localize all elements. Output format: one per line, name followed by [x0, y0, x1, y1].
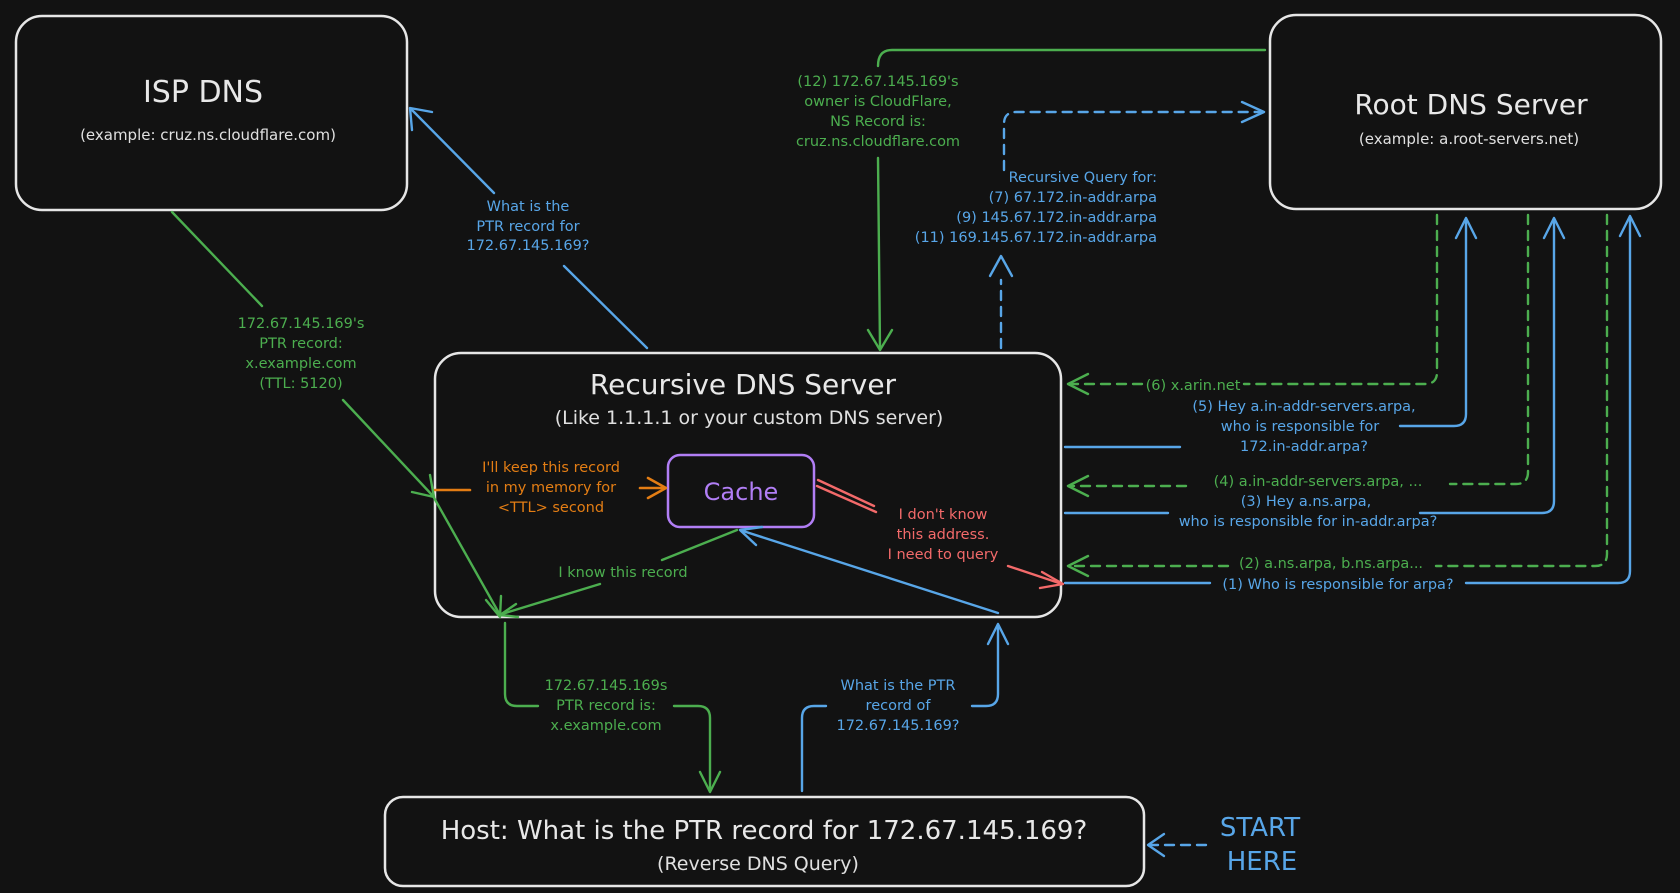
- arrow-know-record: [500, 528, 739, 616]
- label-keep-record-line-2: in my memory for: [486, 480, 616, 496]
- arrow-head-step-3: [1542, 216, 1566, 240]
- root-dns-node: Root DNS Server (example: a.root-servers…: [1268, 13, 1663, 211]
- isp-dns-title: ISP DNS: [143, 75, 263, 110]
- start-arrow-head: [1146, 832, 1166, 858]
- arrow-recursive-to-isp: [410, 108, 649, 350]
- label-keep-record: I'll keep this record in my memory for <…: [482, 460, 620, 516]
- label-ns-owner-line-3: NS Record is:: [830, 114, 926, 130]
- start-line-2: HERE: [1227, 847, 1297, 877]
- isp-dns-node: ISP DNS (example: cruz.ns.cloudflare.com…: [14, 14, 409, 212]
- label-step-5-line-2: who is responsible for: [1221, 419, 1379, 435]
- label-ns-owner-line-1: (12) 172.67.145.169's: [797, 74, 958, 90]
- arrow-head-step-5: [1454, 216, 1478, 240]
- label-step-5-line-1: (5) Hey a.in-addr-servers.arpa,: [1192, 399, 1415, 415]
- recursive-title: Recursive DNS Server: [590, 368, 897, 401]
- label-step-5-line-3: 172.in-addr.arpa?: [1240, 439, 1368, 455]
- label-step-3: (3) Hey a.ns.arpa, who is responsible fo…: [1179, 494, 1438, 530]
- arrow-host-to-recursive: [800, 624, 1000, 793]
- host-subtitle: (Reverse DNS Query): [657, 853, 859, 875]
- arrow-head-step-2: [1066, 554, 1090, 578]
- host-node: Host: What is the PTR record for 172.67.…: [383, 795, 1146, 888]
- label-answer-host: 172.67.145.169s PTR record is: x.example…: [545, 678, 668, 734]
- label-host-question-line-1: What is the PTR: [841, 678, 956, 694]
- arrow-dont-know: [815, 484, 1064, 586]
- arrow-head-query-root: [1240, 100, 1266, 124]
- arrow-dont-know-double: [816, 478, 876, 508]
- label-step-1: (1) Who is responsible for arpa?: [1222, 577, 1453, 593]
- label-dont-know: I don't know this address. I need to que…: [888, 507, 999, 563]
- arrow-head-isp: [408, 106, 434, 132]
- label-isp-answer-line-3: x.example.com: [245, 356, 356, 372]
- label-isp-answer-line-1: 172.67.145.169's: [238, 316, 365, 332]
- label-step-2: (2) a.ns.arpa, b.ns.arpa...: [1239, 556, 1423, 572]
- arrow-head-dont-know: [1038, 570, 1065, 590]
- arrow-head-step-4: [1066, 474, 1090, 498]
- arrow-head-ns-record: [866, 328, 894, 352]
- label-keep-record-line-3: <TTL> second: [498, 500, 604, 516]
- arrow-step-6: [1068, 213, 1439, 386]
- start-here-marker: START HERE: [1146, 813, 1300, 877]
- label-dont-know-line-3: I need to query: [888, 547, 999, 563]
- arrow-head-isp-bottom: [484, 594, 503, 619]
- arrow-isp-to-recursive: [170, 210, 435, 498]
- label-ns-owner: (12) 172.67.145.169's owner is CloudFlar…: [796, 74, 960, 150]
- label-answer-host-line-2: PTR record is:: [556, 698, 656, 714]
- root-dns-title: Root DNS Server: [1354, 88, 1588, 121]
- label-host-question: What is the PTR record of 172.67.145.169…: [836, 678, 959, 734]
- label-recursive-query-line-3: (9) 145.67.172.in-addr.arpa: [956, 210, 1157, 226]
- arrow-head-recursive-to-host: [698, 770, 722, 794]
- label-step-4: (4) a.in-addr-servers.arpa, ...: [1214, 474, 1423, 490]
- label-host-question-line-3: 172.67.145.169?: [836, 718, 959, 734]
- arrow-keep-record: [433, 486, 666, 492]
- arrow-head-step-6: [1066, 372, 1090, 396]
- label-step-5: (5) Hey a.in-addr-servers.arpa, who is r…: [1192, 399, 1415, 455]
- label-answer-host-line-1: 172.67.145.169s: [545, 678, 668, 694]
- arrow-recursive-query-root: [1002, 110, 1264, 172]
- arrow-root-ns-record: [876, 48, 1267, 350]
- label-isp-question-line-2: PTR record for: [476, 219, 579, 235]
- label-dont-know-line-2: this address.: [897, 527, 990, 543]
- label-keep-record-line-1: I'll keep this record: [482, 460, 620, 476]
- arrow-head-step-1: [1618, 214, 1642, 238]
- label-step-3-line-1: (3) Hey a.ns.arpa,: [1241, 494, 1372, 510]
- arrow-head-keep-record: [646, 476, 668, 500]
- root-dns-subtitle: (example: a.root-servers.net): [1359, 130, 1579, 148]
- arrow-isp-to-bottom: [431, 494, 502, 617]
- arrow-step-5: [1063, 218, 1468, 449]
- arrow-head-query-up: [988, 254, 1014, 278]
- arrow-recursive-to-host: [503, 621, 712, 792]
- label-recursive-query-line-4: (11) 169.145.67.172.in-addr.arpa: [915, 230, 1157, 246]
- label-dont-know-line-1: I don't know: [899, 507, 988, 523]
- label-isp-question-line-3: 172.67.145.169?: [466, 238, 589, 254]
- label-step-6: (6) x.arin.net: [1146, 378, 1241, 394]
- label-recursive-query-line-2: (7) 67.172.in-addr.arpa: [989, 190, 1157, 206]
- arrow-step-1: [1063, 216, 1632, 585]
- label-host-question-line-2: record of: [866, 698, 932, 714]
- arrow-step-3: [1063, 218, 1556, 515]
- recursive-subtitle: (Like 1.1.1.1 or your custom DNS server): [555, 407, 944, 429]
- start-line-1: START: [1220, 813, 1300, 843]
- isp-dns-subtitle: (example: cruz.ns.cloudflare.com): [80, 126, 336, 144]
- label-isp-question: What is the PTR record for 172.67.145.16…: [466, 199, 589, 254]
- label-isp-answer: 172.67.145.169's PTR record: x.example.c…: [238, 316, 365, 392]
- label-recursive-query-line-1: Recursive Query for:: [1009, 170, 1157, 186]
- arrow-head-host-to-cache: [738, 525, 764, 547]
- label-isp-answer-line-2: PTR record:: [259, 336, 343, 352]
- label-isp-answer-line-4: (TTL: 5120): [259, 376, 342, 392]
- label-answer-host-line-3: x.example.com: [550, 718, 661, 734]
- arrow-step-2: [1068, 213, 1609, 568]
- label-isp-question-line-1: What is the: [487, 199, 570, 215]
- arrow-host-to-cache: [741, 529, 1000, 615]
- label-know-record: I know this record: [558, 565, 687, 581]
- arrow-step-4: [1068, 213, 1530, 488]
- label-ns-owner-line-4: cruz.ns.cloudflare.com: [796, 134, 960, 150]
- label-step-3-line-2: who is responsible for in-addr.arpa?: [1179, 514, 1438, 530]
- label-recursive-query: Recursive Query for: (7) 67.172.in-addr.…: [915, 170, 1157, 246]
- label-ns-owner-line-2: owner is CloudFlare,: [804, 94, 951, 110]
- host-title: Host: What is the PTR record for 172.67.…: [441, 816, 1088, 846]
- arrow-head-host-to-recursive: [986, 622, 1010, 646]
- cache-label: Cache: [704, 478, 779, 506]
- cache-node: Cache: [666, 453, 816, 529]
